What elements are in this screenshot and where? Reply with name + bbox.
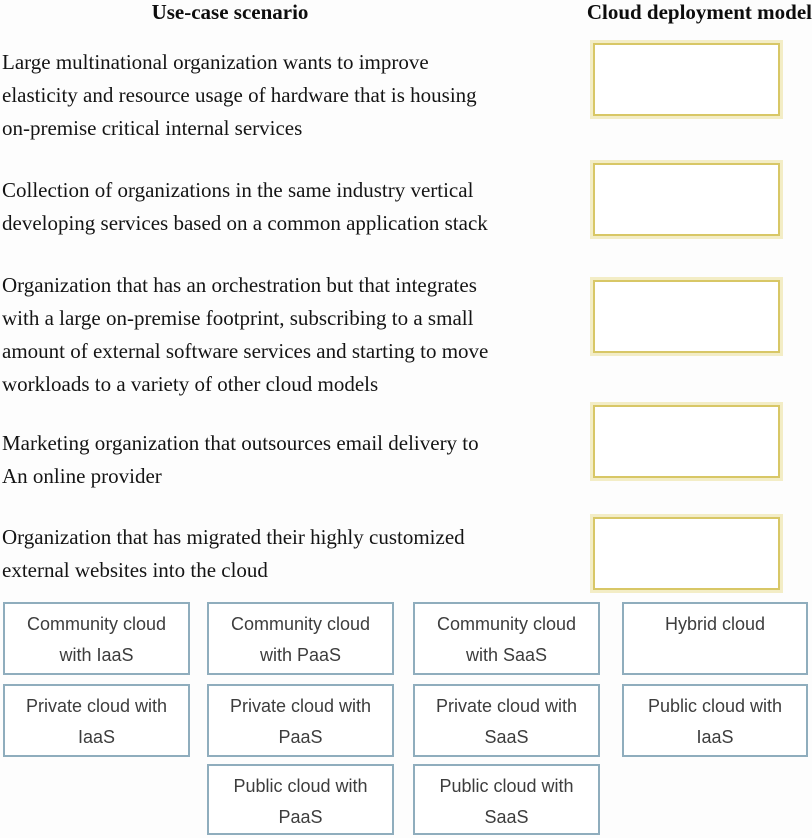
option-hybrid-cloud[interactable]: Hybrid cloud <box>622 602 808 675</box>
use-case-column-header: Use-case scenario <box>151 0 309 24</box>
option-community-cloud-with-iaas[interactable]: Community cloud with IaaS <box>3 602 190 675</box>
option-public-cloud-with-iaas[interactable]: Public cloud with IaaS <box>622 684 808 757</box>
scenario-text-3: Organization that has an orchestration b… <box>2 273 489 396</box>
drop-zone-3[interactable] <box>593 280 780 353</box>
scenario-text-1: Large multinational organization wants t… <box>2 50 477 140</box>
option-community-cloud-with-saas[interactable]: Community cloud with SaaS <box>413 602 600 675</box>
option-private-cloud-with-paas[interactable]: Private cloud with PaaS <box>207 684 394 757</box>
drop-zone-1[interactable] <box>593 43 780 116</box>
scenario-text-4: Marketing organization that outsources e… <box>2 431 479 488</box>
deployment-model-column-header: Cloud deployment model <box>586 0 812 24</box>
drop-zone-5[interactable] <box>593 517 780 590</box>
option-private-cloud-with-saas[interactable]: Private cloud with SaaS <box>413 684 600 757</box>
scenario-text-2: Collection of organizations in the same … <box>2 178 488 235</box>
option-private-cloud-with-iaas[interactable]: Private cloud with IaaS <box>3 684 190 757</box>
drop-zone-4[interactable] <box>593 405 780 478</box>
option-public-cloud-with-paas[interactable]: Public cloud with PaaS <box>207 764 394 835</box>
drop-zone-2[interactable] <box>593 163 780 236</box>
option-public-cloud-with-saas[interactable]: Public cloud with SaaS <box>413 764 600 835</box>
option-community-cloud-with-paas[interactable]: Community cloud with PaaS <box>207 602 394 675</box>
scenario-text-5: Organization that has migrated their hig… <box>2 525 465 582</box>
